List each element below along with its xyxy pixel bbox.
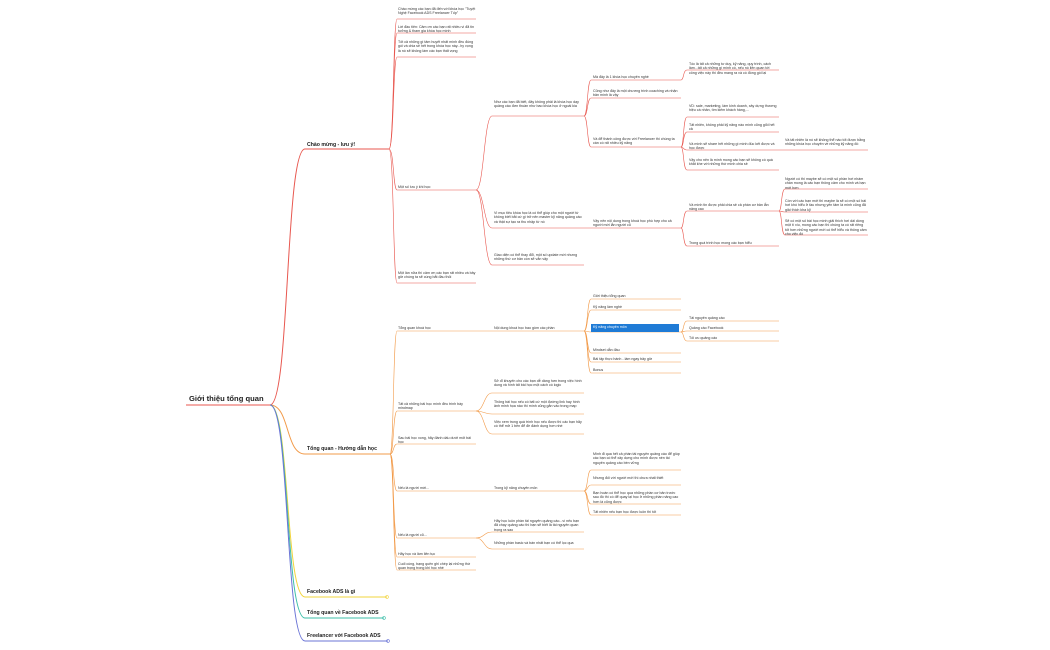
tq-viec-xem: Việc xem trong quá trình học nếu được th… xyxy=(494,420,582,429)
tq-ban-hoan-co: Bạn hoàn có thể học qua những phần cơ bả… xyxy=(593,491,679,504)
tq-item-mindset[interactable]: Mindset dẫn đầu xyxy=(593,348,620,352)
chao-vay-cho-nen: Vậy cho nên là mình mong các bạn sẽ khôn… xyxy=(689,158,773,167)
branch-tong-quan[interactable]: Tổng quan - Hướng dẫn học xyxy=(307,446,377,452)
branch-chao-mung[interactable]: Chào mừng - lưu ý! xyxy=(307,142,356,148)
tq-sub-toi-uu[interactable]: Tối ưu quảng cáo xyxy=(689,336,718,340)
tq-sub-tai-nguyen[interactable]: Tài nguyên quảng cáo xyxy=(689,316,725,320)
chao-nguoi-co-thi: Người có thì maybe sẽ có một số phần hơi… xyxy=(785,177,866,190)
tq-sub-quang-cao-fb[interactable]: Quảng cáo Facebook xyxy=(689,326,724,330)
tq-neu-nguoi-moi[interactable]: Nếu là người mới... xyxy=(398,486,430,490)
tq-so-di-khuyen: Sở dĩ khuyến cho các bạn dễ dàng hơn tro… xyxy=(494,379,582,388)
tq-cuoi-cung: Cuối cùng, bạng quên ghi chép lại những … xyxy=(398,562,471,571)
branch-freelancer[interactable]: Freelancer với Facebook ADS xyxy=(307,633,381,639)
chao-intro-2: Lời đầu tiên: Cảm ơn các bạn rất nhiều v… xyxy=(398,25,475,34)
chao-va-minh-se: Và mình sẽ share hết những gì mình đúc k… xyxy=(689,142,775,151)
chao-toc-la: Tóc là tất cả những tư duy, kỹ năng, quy… xyxy=(689,62,772,75)
tq-trong-ky-nang: Trong kỹ năng chuyên môn xyxy=(494,486,538,490)
tq-sau-bai-hoc: Sau bài học xong, hãy đánh dấu dưới mốt … xyxy=(398,436,471,445)
chao-tat-nhien: Tất nhiên, không phải kỹ năng nào mình c… xyxy=(689,123,775,132)
tq-nhung-phan: Những phần basic và bán nhất bạn có thể … xyxy=(494,541,574,545)
chao-nhu-cac-ban: Như các bạn đã biết, đây không phải là k… xyxy=(494,100,579,109)
connector-fbads xyxy=(269,404,387,598)
chao-luu-y[interactable]: Một số lưu ý khi học: xyxy=(398,185,432,189)
chao-intro-1: Chào mừng các bạn đã đến với khóa học "T… xyxy=(398,7,476,16)
tq-item-bai-tap[interactable]: Bài tập thực hành - làm ngay bây giờ xyxy=(593,357,653,361)
tq-tong-quan-kh[interactable]: Tổng quan khoá học xyxy=(398,326,431,330)
tq-tat-nhien-neu: Tất nhiên nếu bạn học được luôn thì tốt xyxy=(593,510,657,514)
connector-chao xyxy=(269,148,389,406)
tq-item-bonus[interactable]: Bonus xyxy=(593,368,604,372)
chao-se-co-mot-so: Sẽ có một số bài học mình giải thích hơi… xyxy=(785,219,867,236)
chao-con-voi: Còn với các bạn mới thì maybe là sẽ có m… xyxy=(785,199,867,212)
chao-vi-muc-tieu: Vì mục tiêu khóa học là có thể giúp cho … xyxy=(494,211,582,224)
chao-vd-sale: VD: sale, marketing, làm kinh doanh, xây… xyxy=(689,104,777,113)
tq-tat-ca-nhung: Tất cả những bài học mình đều trình bày … xyxy=(398,402,463,411)
chao-vay-nen: Vậy nên nội dung trong khoá học phù hợp … xyxy=(593,219,672,228)
connector-tongquan xyxy=(269,404,390,455)
chao-mot-lan-nua: Một lần nữa thì cảm ơn các bạn rất nhiều… xyxy=(398,271,476,280)
tq-noi-dung: Nội dung khoá học bao gồm các phần xyxy=(494,326,555,330)
tq-nhung-doi: Nhưng đối với người mới thì chưa nhất th… xyxy=(593,476,664,480)
chao-va-de-thanh: Và để thành công được với Freelancer thì… xyxy=(593,137,675,146)
chao-cung-nhu: Cũng như đây là một chương trình coachin… xyxy=(593,89,678,98)
chao-ma-day: Mà đây là 1 khóa học chuyên nghề xyxy=(593,75,649,79)
branch-fb-ads[interactable]: Facebook ADS là gì xyxy=(307,589,356,595)
tq-item-ky-nang-lam-nghe[interactable]: Kỹ năng làm nghề xyxy=(593,305,622,309)
chao-va-tat-nhien: Và tất nhiên là nó sẽ không thể nào tốt … xyxy=(785,138,866,147)
chao-giao-dien: Giao diện có thể thay đổi, một số update… xyxy=(494,253,578,262)
connector-freelancer xyxy=(269,404,388,642)
tq-minh-di-qua: Mình đi qua hết cả phần tài nguyên quảng… xyxy=(593,452,680,465)
chao-trong-qua-trinh: Trong quá trình học mong các bạn hiểu xyxy=(689,241,752,245)
chao-va-minh-tin: Và mình tin được phải chia sẻ cả phần cơ… xyxy=(689,203,769,212)
tq-item-gioi-thieu[interactable]: Giới thiệu tổng quan xyxy=(593,294,626,298)
chao-intro-3: Tốt cả những gì tâm huyết nhất mình đều … xyxy=(398,40,474,53)
root-title: Giới thiệu tổng quan xyxy=(189,394,264,403)
tq-hay-hoc-luon: Hãy học luôn phần tài nguyên quảng cáo..… xyxy=(494,519,580,532)
branch-tq-fb-ads[interactable]: Tổng quan về Facebook ADS xyxy=(307,610,379,616)
tq-item-ky-nang-chuyen-mon[interactable]: Kỹ năng chuyên môn xyxy=(591,324,679,332)
tq-hay-hoc: Hãy học và làm liên tục xyxy=(398,552,436,556)
tq-neu-nguoi-cu[interactable]: Nếu là người cũ... xyxy=(398,533,427,537)
tq-thong-bai: Thông bài học nếu có bất cứ một đường li… xyxy=(494,400,580,409)
